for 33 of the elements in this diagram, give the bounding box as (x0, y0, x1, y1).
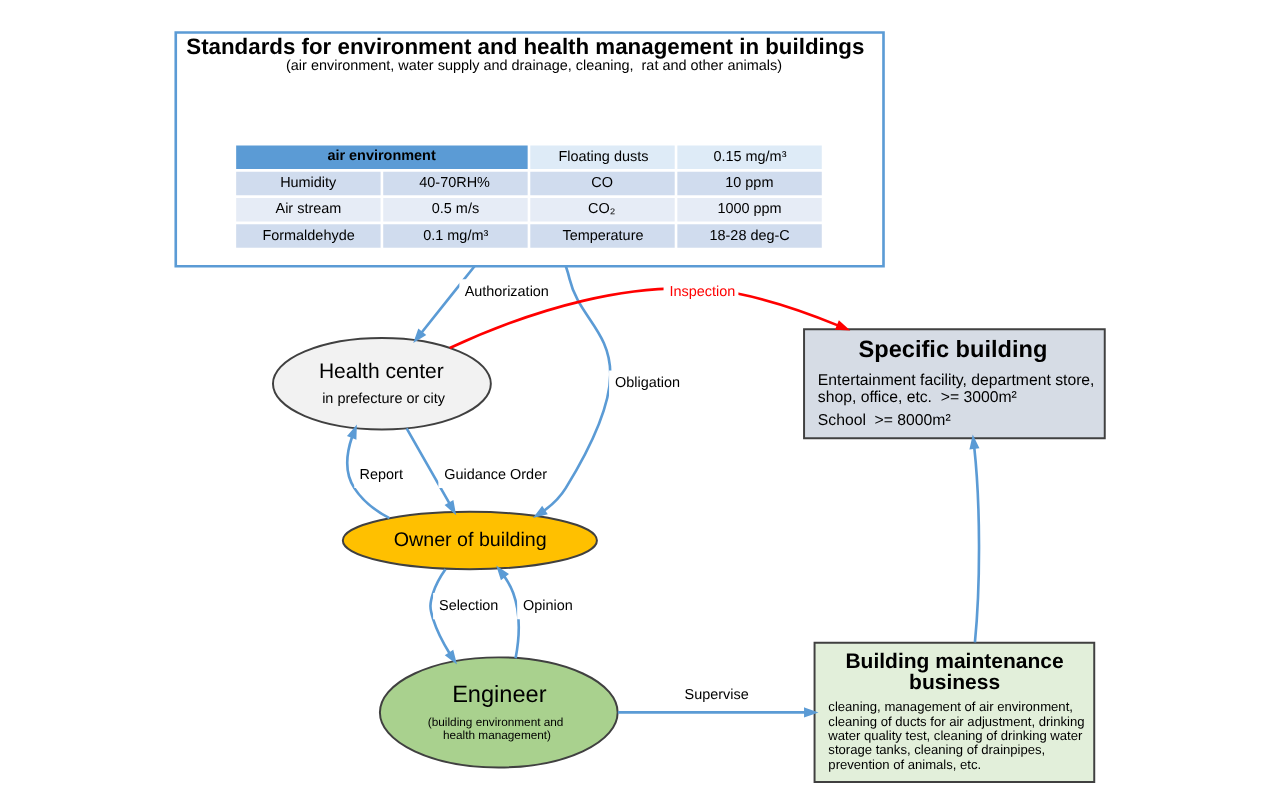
edge-label: Guidance Order (444, 464, 548, 483)
label: air environment (327, 145, 436, 164)
edge-label: Authorization (464, 282, 549, 301)
label: 0.1 mg/m³ (423, 225, 489, 244)
arrow (617, 707, 819, 718)
label: 40-70RH% (419, 173, 490, 192)
edge-label: Inspection (669, 282, 736, 301)
edge-label: Report (359, 464, 403, 483)
arrow (345, 424, 390, 520)
edge-label: Supervise (684, 685, 749, 704)
label: 18-28 deg-C (709, 225, 790, 244)
edge-label: Obligation (614, 373, 681, 392)
label: 10 ppm (725, 173, 774, 192)
label: CO (591, 173, 613, 192)
label: 0.15 mg/m³ (713, 146, 787, 165)
label: Floating dusts (558, 146, 649, 165)
arrow (532, 265, 612, 519)
label: Humidity (280, 173, 337, 192)
arrow (496, 565, 521, 659)
arrow (413, 265, 476, 344)
label: Formaldehyde (262, 225, 355, 244)
label: 1000 ppm (717, 199, 782, 218)
label: CO₂ (588, 199, 616, 218)
arrow (429, 568, 457, 665)
arrow (405, 427, 457, 516)
label: 0.5 m/s (431, 199, 480, 218)
arrow (969, 434, 981, 643)
edge-label: Opinion (523, 595, 573, 614)
edge-label: Selection (439, 595, 499, 614)
label: Air stream (275, 199, 342, 218)
label: Temperature (562, 225, 644, 244)
node-ellipse: Owner of building (341, 510, 598, 571)
node-ellipse: Health center in prefecture or city (272, 337, 492, 431)
